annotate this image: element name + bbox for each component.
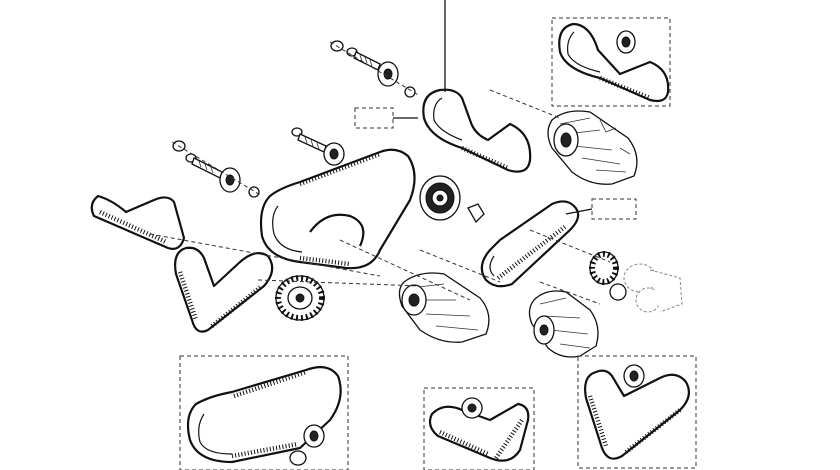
inset-bottom-right-belt: [584, 369, 691, 460]
crankshaft-pulley-gear: [275, 275, 325, 321]
belt-small-left: [90, 194, 186, 250]
belt-center-right: [480, 200, 580, 288]
inset-bottom-center: [423, 387, 535, 470]
inset-bottom-left: [179, 355, 349, 470]
guide-lines: [257, 89, 611, 305]
belt-v-left: [149, 233, 381, 333]
belt-large-left-center: [259, 148, 416, 270]
power-steering-pump-cluster: [589, 251, 683, 313]
inset-bottom-center-belt: [428, 402, 530, 462]
inset-top-right-idler-pulley: [616, 30, 636, 54]
inset-top-right: [551, 17, 671, 107]
callout-left: [354, 107, 418, 129]
tensioner-bolt-assembly-top: [329, 40, 421, 98]
inset-bottom-left-idler-pulley: [303, 424, 325, 448]
belt-upper-center: [422, 88, 532, 173]
ac-compressor-upper: [547, 110, 638, 185]
inset-bottom-right-idler-pulley: [623, 364, 645, 388]
inset-bottom-left-belt: [186, 365, 342, 464]
alternator: [528, 290, 599, 358]
tensioner-bolt-assembly-middle: [291, 127, 345, 166]
bracket-icon: [467, 203, 485, 224]
inset-bottom-right: [577, 355, 697, 469]
damper-pulley-center: [419, 175, 485, 224]
tensioner-bolt-assembly-left: [171, 140, 263, 198]
ac-compressor-center: [339, 239, 490, 343]
inset-bottom-center-idler-pulley: [461, 397, 483, 419]
inset-top-right-belt: [558, 22, 670, 103]
callout-right: [565, 198, 637, 220]
